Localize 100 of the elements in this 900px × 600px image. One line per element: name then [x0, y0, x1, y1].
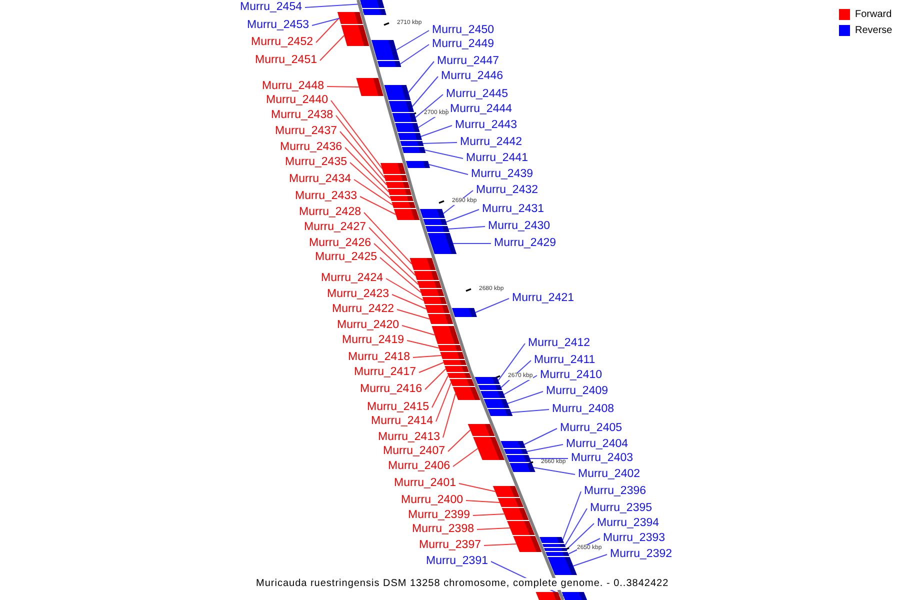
- leader-line: [396, 309, 430, 320]
- gene-label: Murru_2415: [366, 401, 429, 414]
- leader-line: [428, 164, 468, 175]
- gene-block: [424, 305, 450, 313]
- leader-line: [406, 340, 440, 348]
- gene-block: [544, 548, 568, 551]
- gene-block: [474, 377, 500, 384]
- gene-block: [428, 314, 454, 324]
- leader-line: [330, 100, 383, 169]
- leader-line: [448, 226, 486, 230]
- leader-line: [524, 428, 558, 445]
- gene-block: [540, 537, 564, 543]
- gene-block: [498, 498, 524, 507]
- leader-line: [458, 483, 496, 492]
- leader-line: [412, 355, 442, 358]
- gene-label: Murru_2402: [578, 468, 640, 481]
- leader-line: [320, 35, 345, 61]
- leader-line: [396, 30, 430, 50]
- gene-label: Murru_2406: [388, 460, 450, 473]
- gene-block: [410, 258, 436, 270]
- gene-block: [398, 133, 422, 140]
- leader-line: [392, 294, 427, 310]
- gene-block: [394, 209, 420, 220]
- gene-label: Murru_2444: [450, 103, 512, 116]
- leader-line: [418, 362, 444, 373]
- leader-line: [466, 500, 500, 503]
- leader-line: [503, 375, 538, 395]
- gene-block: [442, 360, 466, 365]
- gene-block: [362, 9, 386, 15]
- gene-block: [507, 521, 535, 535]
- gene-block: [420, 209, 445, 218]
- leader-line: [474, 298, 510, 313]
- gene-block: [360, 0, 384, 8]
- legend-label: Reverse: [855, 25, 892, 36]
- gene-label: Murru_2436: [280, 141, 342, 154]
- gene-label: Murru_2447: [437, 55, 500, 68]
- gene-label: Murru_2441: [466, 152, 528, 165]
- gene-block: [506, 455, 532, 462]
- leader-line: [344, 147, 390, 192]
- gene-label: Murru_2448: [262, 80, 324, 93]
- leader-line: [476, 528, 510, 530]
- gene-label: Murru_2408: [552, 403, 614, 416]
- gene-label: Murru_2429: [494, 237, 556, 250]
- gene-block: [536, 592, 561, 600]
- leader-line: [374, 243, 419, 285]
- leader-line: [564, 508, 588, 546]
- gene-block: [392, 202, 416, 208]
- leader-line: [408, 61, 434, 93]
- gene-block: [542, 544, 566, 547]
- gene-label: Murru_2427: [304, 221, 366, 234]
- gene-label: Murru_2394: [597, 517, 660, 530]
- leader-line: [529, 458, 568, 459]
- leader-line: [448, 430, 471, 452]
- gene-block: [488, 409, 513, 416]
- gene-label: Murru_2438: [270, 109, 333, 122]
- gene-block: [377, 61, 402, 67]
- gene-label: Murru_2443: [455, 119, 518, 132]
- leader-line: [562, 491, 582, 540]
- leader-line: [446, 209, 480, 222]
- leader-line: [498, 343, 526, 381]
- gene-label: Murru_2433: [294, 190, 357, 203]
- leader-line: [566, 523, 594, 550]
- gene-block: [452, 308, 477, 317]
- gene-label: Murru_2414: [370, 415, 433, 428]
- gene-label: Murru_2404: [566, 438, 628, 451]
- gene-block: [468, 424, 495, 436]
- gene-label: Murru_2423: [326, 288, 389, 301]
- gene-label: Murru_2451: [254, 54, 317, 67]
- gene-block: [502, 508, 529, 520]
- leader-line: [572, 554, 608, 566]
- gene-label: Murru_2454: [240, 1, 302, 14]
- gene-label: Murru_2442: [460, 136, 522, 149]
- leader-line: [510, 409, 550, 413]
- leader-line: [360, 196, 396, 215]
- gene-label: Murru_2392: [610, 548, 672, 561]
- leader-line: [380, 257, 422, 293]
- gene-label: Murru_2440: [266, 94, 328, 107]
- leader-line: [316, 18, 340, 43]
- gene-block: [478, 385, 502, 390]
- gene-label: Murru_2417: [354, 366, 416, 379]
- leader-line: [350, 162, 392, 199]
- gene-block: [450, 379, 474, 386]
- caption: Muricauda ruestringensis DSM 13258 chromosome, complete genome. - 0..3842422: [256, 578, 669, 590]
- gene-block: [444, 366, 469, 372]
- leader-line: [415, 94, 444, 118]
- gene-block: [380, 163, 406, 174]
- gene-block: [395, 123, 420, 132]
- gene-block: [492, 486, 520, 497]
- gene-label: Murru_2409: [546, 385, 608, 398]
- leader-line: [364, 212, 412, 264]
- gene-label: Murru_2439: [471, 168, 534, 181]
- leader-line: [354, 179, 394, 206]
- leader-line: [326, 86, 360, 88]
- leader-line: [424, 150, 464, 159]
- gene-label: Murru_2420: [336, 319, 399, 332]
- leader-line: [422, 142, 458, 144]
- gene-label: Murru_2412: [528, 337, 590, 350]
- gene-label: Murru_2395: [590, 502, 652, 515]
- gene-block: [423, 219, 448, 225]
- gene-label: Murru_2419: [342, 334, 404, 347]
